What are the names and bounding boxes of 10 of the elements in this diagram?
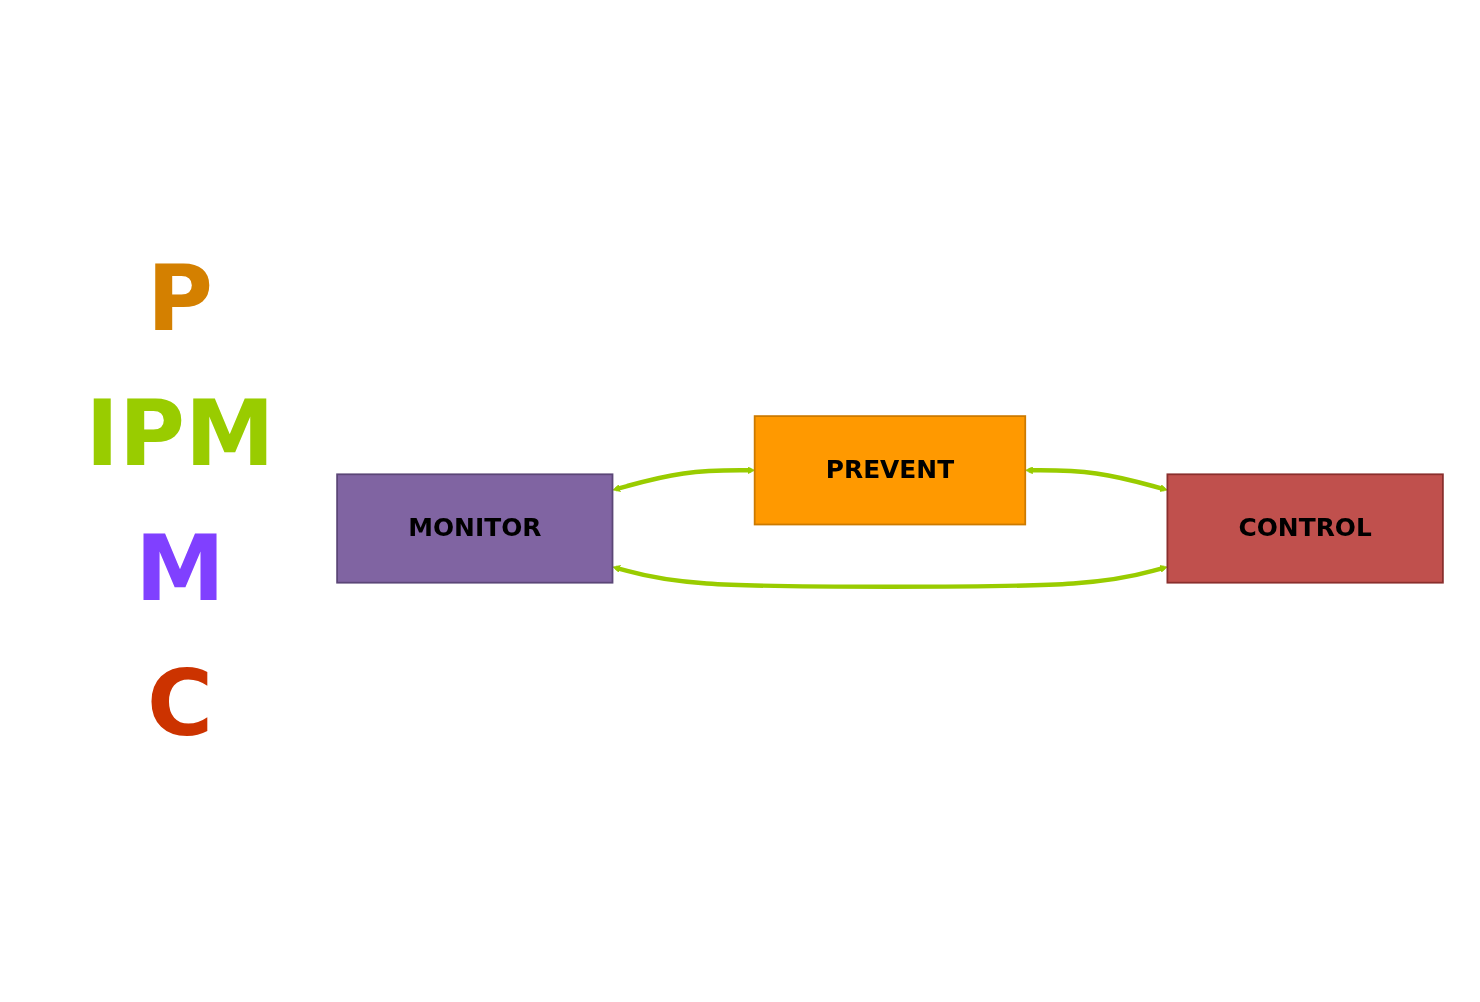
title-letters: IPM	[85, 381, 275, 486]
node-box: CONTROL	[1166, 473, 1444, 584]
arrow	[1025, 466, 1168, 492]
title-letters: P	[147, 246, 213, 351]
node-box: MONITOR	[336, 473, 614, 584]
arrow	[612, 564, 1168, 589]
title-letters: C	[146, 651, 214, 756]
node-box: PREVENT	[753, 414, 1027, 525]
arrow	[612, 466, 755, 492]
title-letters: M	[135, 516, 225, 621]
